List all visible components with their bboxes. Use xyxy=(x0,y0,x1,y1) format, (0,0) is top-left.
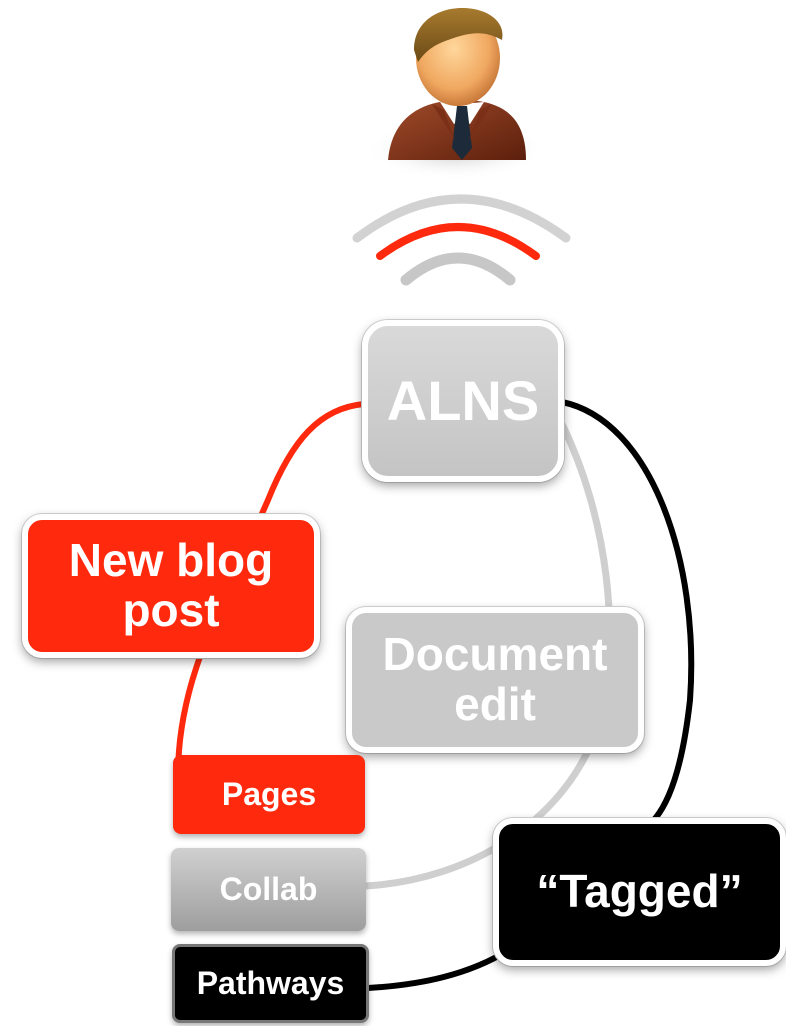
collab-label: Collab xyxy=(219,871,318,907)
pages-node: Pages xyxy=(173,755,365,834)
tagged-node: “Tagged” xyxy=(493,818,786,966)
document-edit-label: Document edit xyxy=(382,628,608,730)
wireless-signal-icon xyxy=(352,194,571,286)
tagged-label: “Tagged” xyxy=(536,865,743,918)
document-edit-node: Document edit xyxy=(346,607,644,753)
pathways-node: Pathways xyxy=(172,944,369,1023)
pathways-label: Pathways xyxy=(196,965,345,1001)
black-connector xyxy=(561,399,695,835)
pages-label: Pages xyxy=(221,776,317,812)
collab-node: Collab xyxy=(171,848,366,931)
alns-node: ALNS xyxy=(362,320,564,482)
new-blog-post-label: New blog post xyxy=(68,534,274,636)
alns-label: ALNS xyxy=(386,368,540,432)
user-avatar-icon xyxy=(365,8,545,180)
new-blog-post-node: New blog post xyxy=(22,514,320,658)
black-connector-bottom xyxy=(367,945,514,991)
